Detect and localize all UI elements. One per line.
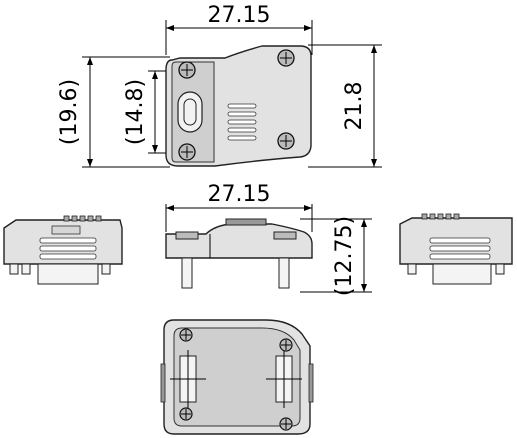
left-side-foot xyxy=(101,263,111,275)
dim-top-width: 27.15 xyxy=(208,3,271,28)
right-side-ribs xyxy=(421,213,460,220)
bottom-connector-right xyxy=(266,350,302,408)
arrowhead xyxy=(304,25,312,31)
arrowhead xyxy=(361,219,367,227)
arrowhead xyxy=(166,205,174,211)
right-side-view xyxy=(399,213,513,285)
arrowhead xyxy=(371,159,377,167)
screw-bottom-view-bl xyxy=(179,407,193,421)
arrowhead xyxy=(152,145,158,153)
screw-bottom-right xyxy=(277,132,295,150)
screw-top-left xyxy=(178,61,196,79)
left-side-ribs xyxy=(63,215,102,222)
vent-slots xyxy=(227,103,257,141)
dim-outer-height: (19.6) xyxy=(57,79,82,145)
arrowhead xyxy=(152,71,158,79)
dim-overall-height: 21.8 xyxy=(342,82,367,131)
screw-bottom-left xyxy=(178,143,196,161)
bottom-side-tab xyxy=(160,363,166,403)
screw-bottom-view-br xyxy=(279,417,293,431)
right-side-foot xyxy=(407,263,417,275)
slot-oval-inner xyxy=(183,98,197,126)
right-side-slot xyxy=(429,253,491,260)
bottom-view xyxy=(160,319,314,435)
arrowhead xyxy=(361,284,367,292)
left-side-plug xyxy=(37,263,99,285)
right-side-slot xyxy=(429,245,491,252)
arrowhead xyxy=(87,57,93,65)
dim-front-height: (12.75) xyxy=(332,216,357,296)
front-view: 27.15 (12.75) xyxy=(165,182,372,296)
right-side-foot xyxy=(495,263,505,275)
front-pin-left xyxy=(181,257,193,289)
right-side-slot xyxy=(429,237,491,244)
screw-top-right xyxy=(277,49,295,67)
left-side-foot xyxy=(9,263,19,275)
front-ridge xyxy=(225,218,267,226)
arrowhead xyxy=(87,159,93,167)
left-side-slot xyxy=(39,245,97,252)
right-side-plug xyxy=(432,263,492,285)
left-side-view xyxy=(3,215,123,285)
left-side-slot xyxy=(39,237,97,244)
left-side-slot xyxy=(39,253,97,260)
bottom-side-tab xyxy=(308,363,314,403)
top-view: 27.15 (19.6) (14.8) 21.8 xyxy=(57,3,382,168)
screw-bottom-view-tr xyxy=(279,338,293,352)
bottom-connector-left xyxy=(170,350,206,408)
screw-bottom-view-tl xyxy=(179,328,193,342)
left-side-top-block xyxy=(51,225,81,235)
connector-front-body xyxy=(165,223,313,259)
front-screw-head-right xyxy=(273,231,297,240)
dim-front-width: 27.15 xyxy=(208,182,271,207)
slot-oval xyxy=(177,91,203,133)
arrowhead xyxy=(304,205,312,211)
arrowhead xyxy=(166,25,174,31)
arrowhead xyxy=(371,45,377,53)
front-pin-right xyxy=(278,257,290,289)
dim-inner-height: (14.8) xyxy=(123,79,148,145)
front-screw-head-left xyxy=(175,231,199,240)
left-side-foot xyxy=(21,263,31,275)
